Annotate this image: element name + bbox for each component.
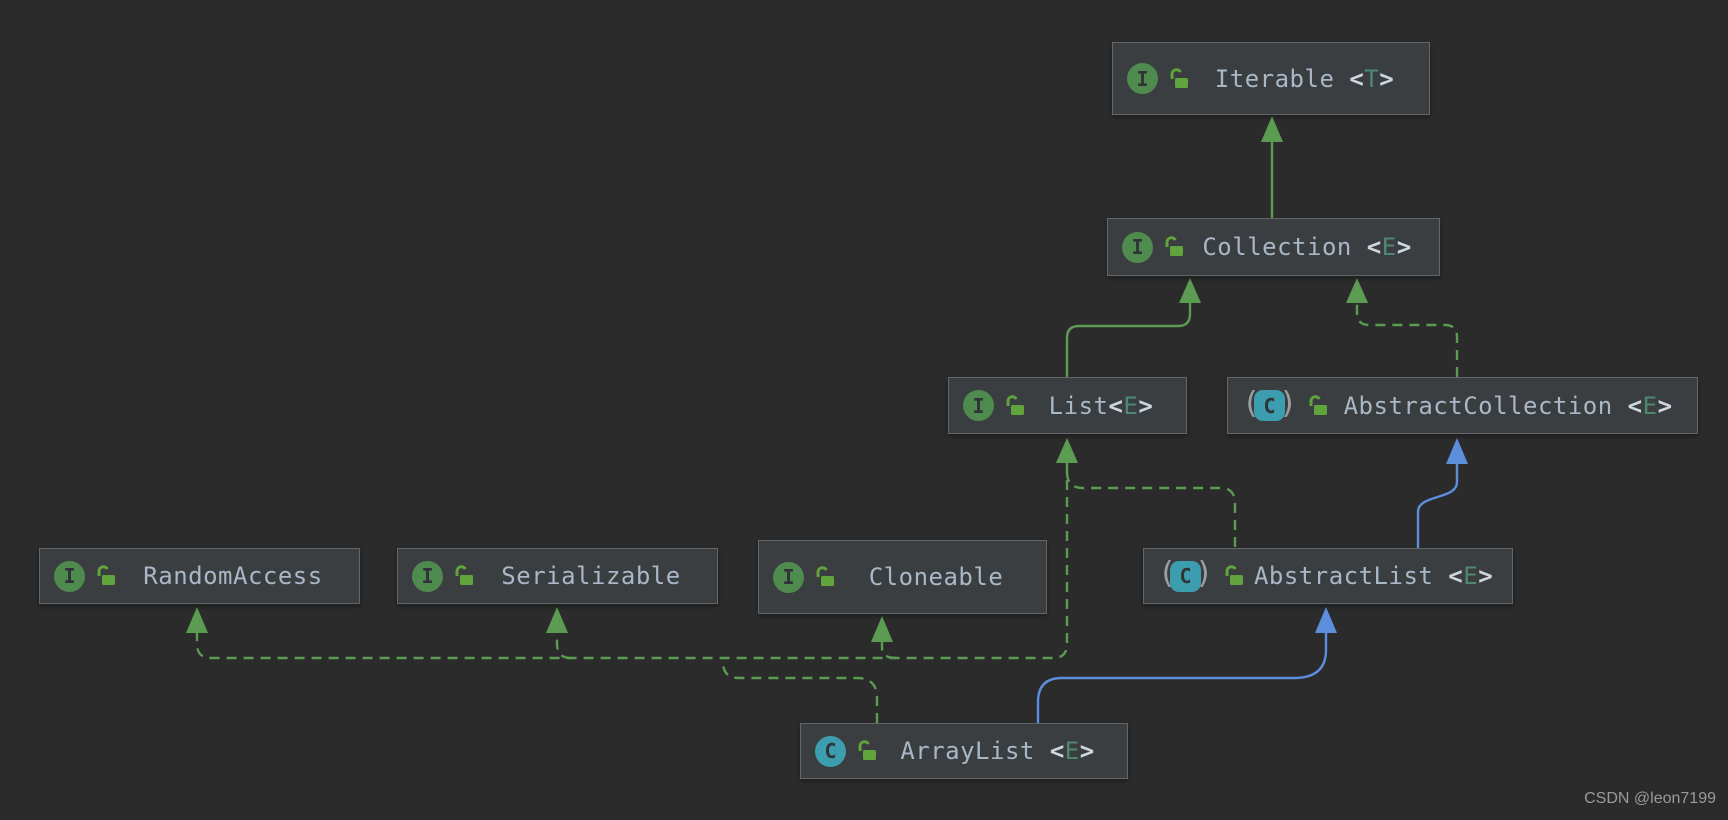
abstract-class-icon: (C) <box>1242 385 1298 421</box>
watermark-text: CSDN @leon7199 <box>1584 790 1716 807</box>
class-node-arraylist[interactable]: C ArrayList <E> <box>800 723 1128 779</box>
edge-abstractcollection-implements-collection <box>1355 303 1459 377</box>
class-node-abstractcollection[interactable]: (C) AbstractCollection <E> <box>1227 377 1698 434</box>
edge-abstractlist-implements-list <box>1065 471 1237 548</box>
arrowhead-abstractlist <box>1315 607 1337 633</box>
unlocked-padlock-icon <box>856 740 878 762</box>
arrowhead-randomaccess <box>186 607 208 633</box>
class-node-randomaccess[interactable]: I RandomAccess <box>39 548 360 604</box>
interface-icon: I <box>1122 231 1153 263</box>
edge-stub-cloneable <box>880 642 897 660</box>
interface-icon: I <box>1127 63 1158 94</box>
edge-list-extends-collection <box>1065 303 1192 377</box>
node-label: List<E> <box>1048 391 1154 420</box>
node-label: Collection <E> <box>1202 233 1412 261</box>
unlocked-padlock-icon <box>814 566 836 588</box>
class-node-collection[interactable]: I Collection <E> <box>1107 218 1440 276</box>
class-node-serializable[interactable]: I Serializable <box>397 548 718 604</box>
unlocked-padlock-icon <box>1223 565 1245 587</box>
edge-stub-serializable <box>555 633 572 660</box>
edge-abstractlist-extends-abstractcollection <box>1416 464 1459 548</box>
arrowhead-iterable <box>1261 116 1283 142</box>
edge-arraylist-extends-abstractlist <box>1036 633 1328 723</box>
node-label: Serializable <box>501 562 681 590</box>
node-label: Cloneable <box>868 563 1004 591</box>
class-node-iterable[interactable]: I Iterable <T> <box>1112 42 1430 115</box>
interface-icon: I <box>54 560 85 592</box>
class-node-abstractlist[interactable]: (C) AbstractList <E> <box>1143 548 1513 604</box>
class-node-list[interactable]: I List<E> <box>948 377 1187 434</box>
class-icon: C <box>815 735 846 767</box>
node-label: RandomAccess <box>143 562 323 590</box>
unlocked-padlock-icon <box>453 565 475 587</box>
node-label: ArrayList <E> <box>900 737 1095 765</box>
abstract-class-icon: (C) <box>1158 556 1214 592</box>
arrowhead-abstractcollection <box>1446 438 1468 464</box>
interface-icon: I <box>412 560 443 592</box>
arrowhead-collection-right <box>1346 278 1368 303</box>
edge-arraylist-implements-interfaces <box>721 658 879 723</box>
unlocked-padlock-icon <box>1307 394 1329 417</box>
unlocked-padlock-icon <box>1168 67 1190 90</box>
interface-icon: I <box>773 561 804 593</box>
arrowhead-collection-left <box>1179 278 1201 303</box>
node-label: Iterable <T> <box>1214 64 1395 93</box>
unlocked-padlock-icon <box>1004 394 1026 417</box>
node-label: AbstractCollection <E> <box>1343 391 1673 420</box>
unlocked-padlock-icon <box>1163 236 1185 258</box>
unlocked-padlock-icon <box>95 565 117 587</box>
arrowhead-serializable <box>546 607 568 633</box>
class-node-cloneable[interactable]: I Cloneable <box>758 540 1047 614</box>
interface-icon: I <box>963 390 994 421</box>
node-label: AbstractList <E> <box>1253 562 1494 590</box>
arrowhead-cloneable <box>871 616 893 642</box>
arrowhead-list <box>1056 438 1078 463</box>
